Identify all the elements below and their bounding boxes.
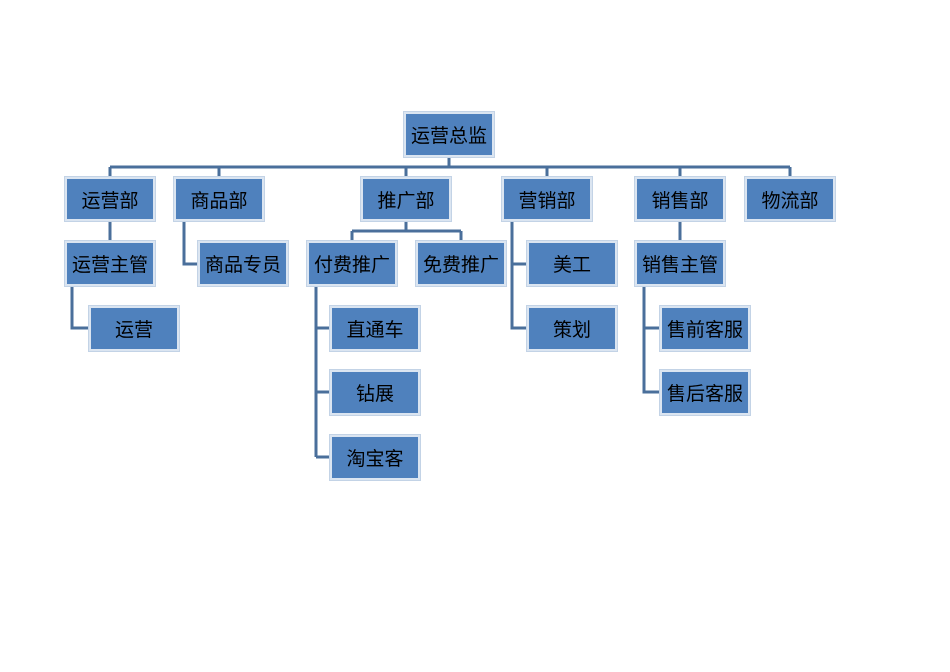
node-art-design: 美工 — [526, 240, 618, 287]
node-goods-dept: 商品部 — [173, 176, 265, 222]
node-diamond-booth: 钻展 — [329, 369, 421, 416]
node-logistics-dept: 物流部 — [744, 176, 836, 222]
node-aftersale-service: 售后客服 — [659, 369, 751, 416]
node-ops-manager: 运营主管 — [64, 240, 156, 287]
node-presale-service: 售前客服 — [659, 305, 751, 352]
node-planning: 策划 — [526, 305, 618, 352]
node-promo-dept: 推广部 — [360, 176, 452, 222]
node-through-train: 直通车 — [329, 305, 421, 352]
node-marketing-dept: 营销部 — [501, 176, 593, 222]
node-paid-promo: 付费推广 — [306, 240, 398, 287]
node-taobao-affiliate: 淘宝客 — [329, 434, 421, 481]
node-sales-manager: 销售主管 — [634, 240, 726, 287]
node-goods-specialist: 商品专员 — [197, 240, 289, 287]
node-sales-dept: 销售部 — [634, 176, 726, 222]
node-free-promo: 免费推广 — [415, 240, 507, 287]
node-ops-dept: 运营部 — [64, 176, 156, 222]
node-ops-director: 运营总监 — [403, 111, 495, 158]
node-ops-staff: 运营 — [88, 305, 180, 352]
